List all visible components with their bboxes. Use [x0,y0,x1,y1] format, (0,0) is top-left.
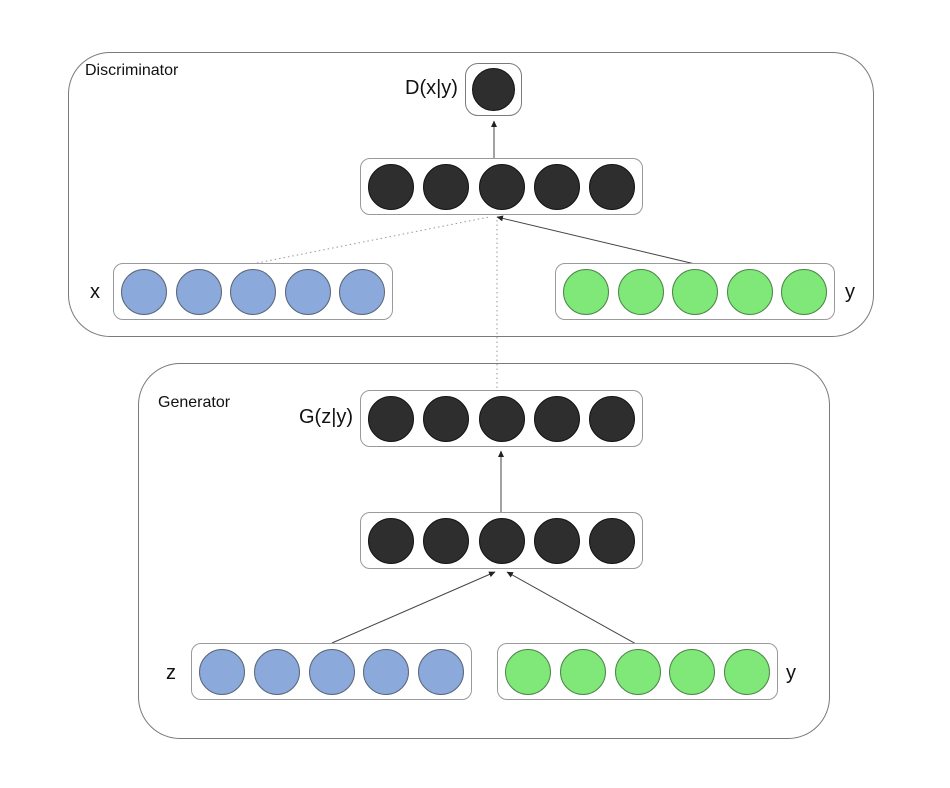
neuron-node [672,268,718,315]
neuron-node [423,395,470,442]
neuron-node [781,268,827,315]
neuron-node [339,268,385,315]
generator-input-z-label: z [166,662,176,684]
neuron-node [478,163,525,210]
neuron-node [368,395,414,442]
neuron-node [589,163,635,210]
discriminator-input-x-layer [113,263,393,320]
generator-output-label: G(z|y) [299,406,354,428]
generator-hidden-layer [360,512,643,569]
neuron-node [284,268,331,315]
generator-output-layer [360,390,643,447]
neuron-node [368,163,414,210]
discriminator-input-y-layer [555,263,835,320]
discriminator-output-node-box [465,63,522,116]
neuron-node [533,163,580,210]
discriminator-container [68,52,874,337]
neuron-node [478,395,525,442]
discriminator-input-y-label: y [845,281,855,303]
neuron-node [589,517,635,564]
neuron-node [175,268,222,315]
neuron-node [726,268,773,315]
discriminator-title: Discriminator [85,62,179,79]
discriminator-hidden-layer [360,158,643,215]
neuron-node [230,268,276,315]
neuron-node [669,648,716,695]
neuron-node [563,268,609,315]
generator-input-y-label: y [786,662,796,684]
neuron-node [423,517,470,564]
neuron-node [559,648,606,695]
neuron-node [478,517,525,564]
neuron-node [589,395,635,442]
generator-input-y-layer [497,643,778,700]
generator-input-z-layer [191,643,472,700]
neuron-node [199,648,245,695]
neuron-node [472,68,515,111]
discriminator-output-label: D(x|y) [405,77,458,99]
neuron-node [308,648,355,695]
neuron-node [614,648,661,695]
neuron-node [363,648,410,695]
neuron-node [418,648,464,695]
generator-container [138,363,830,739]
neuron-node [533,395,580,442]
neuron-node [724,648,770,695]
neuron-node [617,268,664,315]
neuron-node [368,517,414,564]
neuron-node [423,163,470,210]
discriminator-input-x-label: x [90,281,100,303]
neuron-node [505,648,551,695]
neuron-node [533,517,580,564]
generator-title: Generator [158,394,231,411]
neuron-node [121,268,167,315]
neuron-node [253,648,300,695]
